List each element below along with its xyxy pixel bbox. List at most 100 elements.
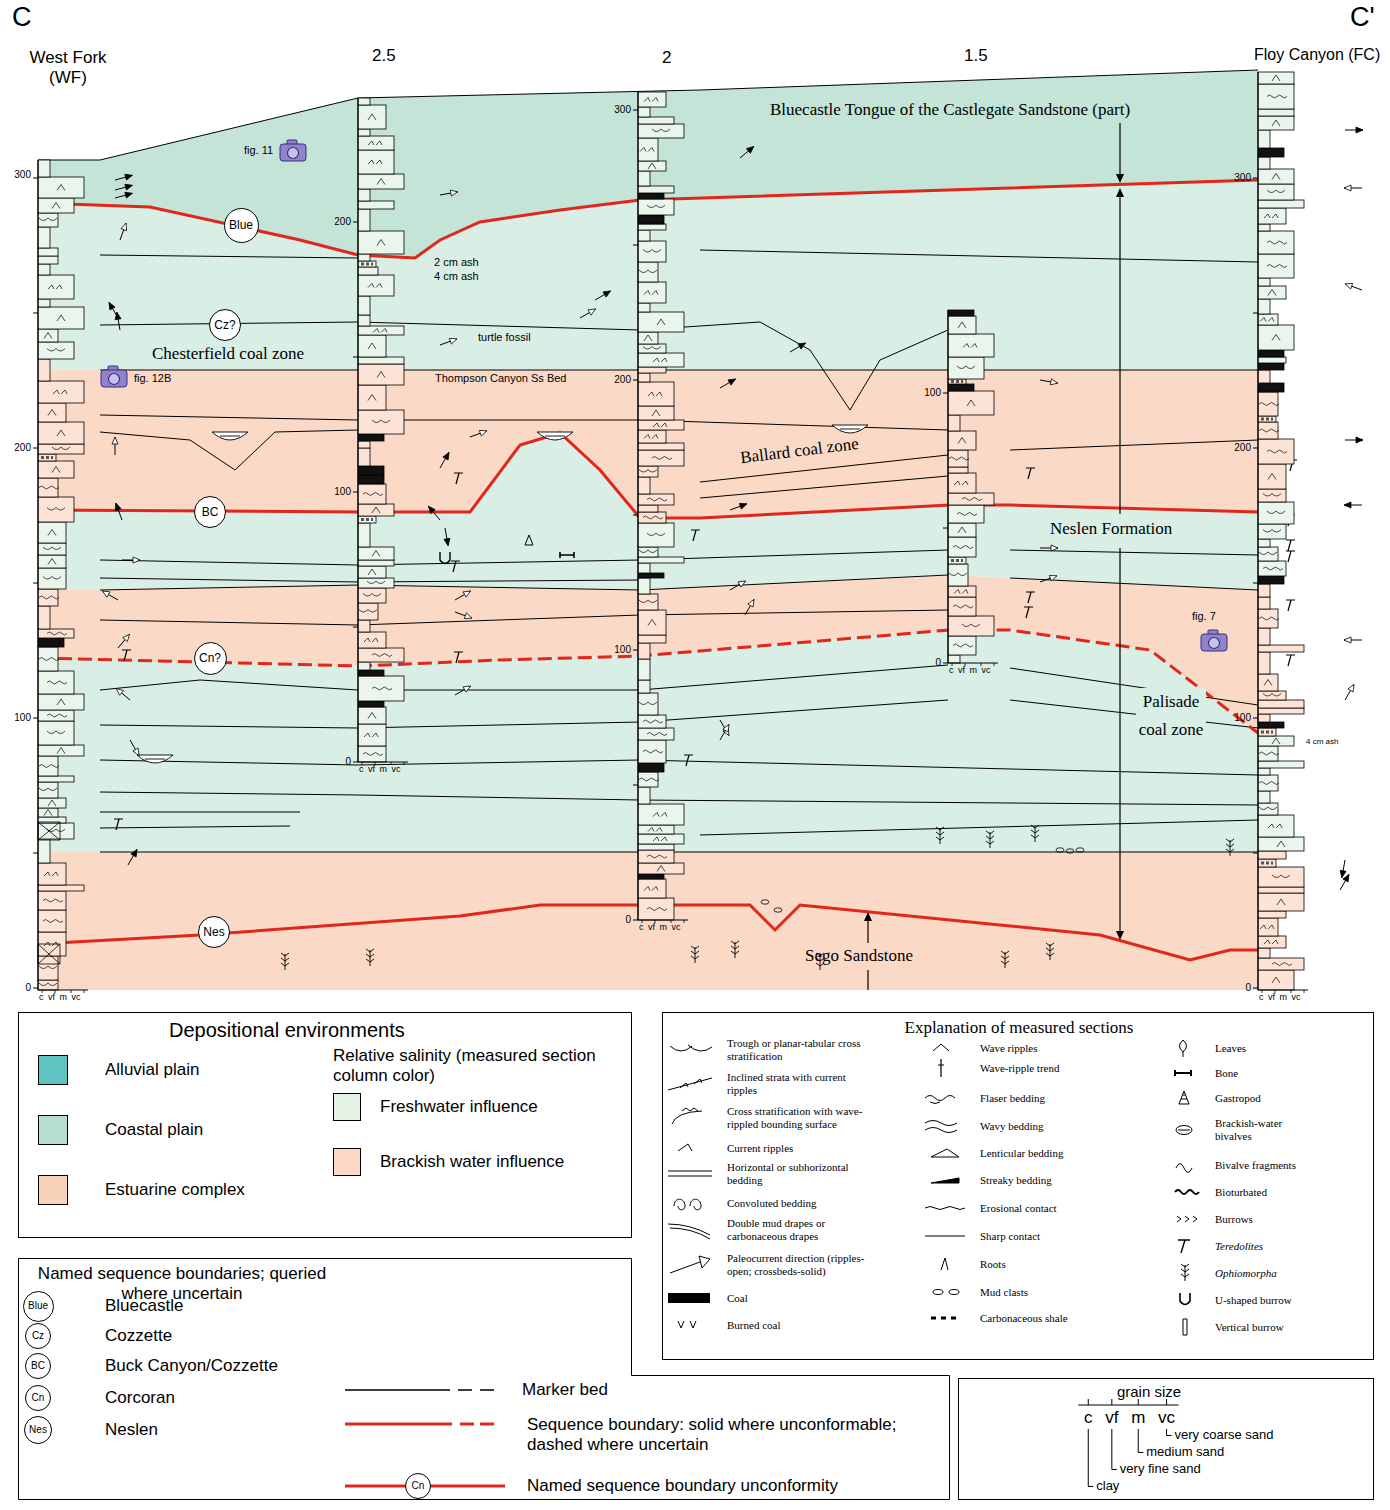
bed-structure — [39, 765, 59, 768]
paleocurrent-head — [131, 849, 137, 857]
bed — [948, 523, 976, 537]
bed-structure — [648, 163, 656, 169]
bed-structure — [43, 899, 63, 902]
bed-structure — [657, 866, 665, 872]
grain-tick — [84, 990, 85, 993]
bed — [38, 647, 58, 671]
label-text: Cozzette — [105, 1326, 172, 1346]
paleocurrent-head — [746, 146, 753, 153]
bed — [1258, 918, 1278, 936]
bed-structure — [1263, 530, 1281, 533]
bed — [38, 710, 74, 721]
camera-body — [280, 144, 306, 161]
scale-tick — [1253, 313, 1258, 314]
legend-symbol-path — [931, 1317, 956, 1320]
paleocurrent-shaft — [1345, 284, 1362, 290]
bed — [358, 516, 376, 523]
label-text: Leaves — [1215, 1042, 1315, 1055]
paleocurrent-head — [1348, 684, 1354, 692]
bed — [638, 373, 650, 382]
legend-symbol-path — [1178, 1240, 1190, 1253]
grain-size-scale: c vf m vc — [949, 665, 991, 675]
unit-arrow — [867, 920, 868, 943]
grain-scale-line — [1078, 1405, 1178, 1406]
bed-structure — [48, 559, 56, 565]
bed — [1258, 609, 1278, 628]
teredolites-symbol — [1286, 540, 1295, 551]
bed — [948, 586, 976, 597]
bed-structure — [1259, 752, 1279, 755]
label-text: Burned coal — [727, 1319, 877, 1332]
bed — [948, 655, 960, 663]
bed — [1258, 314, 1278, 325]
bed — [38, 776, 74, 782]
bed-structure — [372, 654, 392, 657]
paleocurrent-head — [798, 343, 806, 349]
channel-lens-symbol — [137, 755, 173, 763]
label-text: 4 cm ash — [434, 270, 479, 283]
bed-structure — [958, 438, 966, 444]
label-text: Brackish water influence — [380, 1152, 564, 1172]
label-text: Paleocurrent direction (ripples-open; cr… — [727, 1252, 877, 1277]
paleocurrent-head — [121, 223, 127, 231]
bed-structure — [1272, 335, 1280, 341]
bed — [358, 724, 386, 746]
bed — [38, 160, 50, 177]
circle-label: Nes — [203, 926, 224, 938]
legend-symbol — [931, 1318, 956, 1319]
scale-tick — [33, 178, 38, 179]
bed-structure — [368, 343, 376, 349]
axis-value: 200 — [334, 216, 351, 228]
legend-symbol — [1179, 1091, 1189, 1104]
label-text: Coal — [727, 1292, 877, 1305]
grain-size-scale: c vf m vc — [1259, 992, 1301, 1002]
bed-structure — [639, 778, 659, 781]
scale-tick — [353, 627, 358, 628]
arrow-head — [1116, 931, 1124, 940]
bed — [358, 676, 404, 701]
circle-label: BC — [202, 506, 219, 518]
carbonaceous-shale — [41, 456, 53, 459]
marker-bed-line — [100, 812, 300, 813]
legend-symbol-path — [668, 1224, 710, 1239]
circle-label: Cn? — [199, 652, 221, 664]
scale-tick — [633, 515, 638, 516]
bed — [358, 670, 384, 676]
bed — [358, 209, 370, 231]
bed — [1258, 936, 1286, 948]
grain-size-scale: c vf m vc — [359, 764, 401, 774]
bed — [638, 850, 674, 863]
legend-symbol-path — [668, 1171, 712, 1176]
legend-symbol-path — [925, 1096, 955, 1104]
legend-symbol — [668, 1171, 712, 1176]
bed-structure — [648, 620, 656, 626]
bed — [38, 568, 66, 589]
legend-symbol — [933, 1290, 959, 1295]
bed-structure — [363, 493, 383, 496]
label-text: Wave ripples — [980, 1042, 1150, 1055]
unit-name: Palisade coal zone — [1136, 688, 1206, 744]
bed-structure — [47, 508, 65, 511]
bed — [638, 787, 650, 804]
bed — [1258, 958, 1304, 970]
bed-structure — [48, 800, 56, 806]
bed — [638, 547, 658, 557]
bed — [1258, 157, 1270, 169]
bed-structure — [1259, 403, 1279, 406]
legend-symbol-path — [674, 1199, 701, 1210]
axis-value: 300 — [14, 169, 31, 181]
legend-symbol-path — [345, 1423, 494, 1426]
marker-bed-line — [100, 575, 948, 590]
bed — [358, 174, 404, 189]
teredolites-symbol — [451, 561, 460, 572]
label-text: 1.5 — [964, 46, 988, 66]
bed — [358, 410, 404, 434]
bed — [638, 443, 684, 450]
bed-structure — [1268, 824, 1282, 828]
legend-symbol — [931, 1178, 959, 1183]
paleocurrent-head — [463, 686, 471, 692]
gastropod-symbol — [525, 535, 533, 545]
paleocurrent-head — [1049, 575, 1057, 581]
bed — [948, 334, 994, 357]
